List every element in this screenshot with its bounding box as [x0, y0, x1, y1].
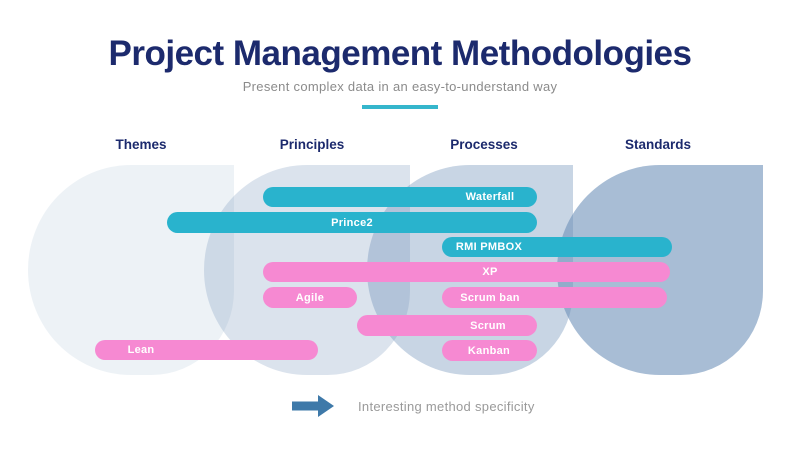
- bar-scrum-ban: Scrum ban: [442, 287, 667, 308]
- page-title: Project Management Methodologies: [108, 34, 692, 73]
- subtitle: Present complex data in an easy-to-under…: [242, 79, 558, 94]
- bar-prince2: Prince2: [167, 212, 537, 233]
- bar-xp: XP: [263, 262, 670, 282]
- bar-label: Kanban: [467, 344, 511, 357]
- bar-kanban: Kanban: [442, 340, 537, 361]
- bar-label: Scrum ban: [460, 291, 520, 304]
- bar-label: Prince2: [331, 216, 373, 229]
- divider-line: [362, 105, 438, 109]
- bar-waterfall: Waterfall: [263, 187, 537, 207]
- bar-label: Scrum: [470, 319, 506, 332]
- bar-scrum: Scrum: [357, 315, 537, 336]
- bar-label: Lean: [127, 344, 155, 356]
- bar-label: XP: [482, 266, 498, 278]
- column-header-standards: Standards: [624, 137, 692, 152]
- column-header-principles: Principles: [279, 137, 345, 152]
- footer-caption: Interesting method specificity: [358, 399, 535, 414]
- bar-label: Waterfall: [465, 191, 515, 203]
- column-header-processes: Processes: [450, 137, 518, 152]
- column-header-themes: Themes: [115, 137, 167, 152]
- bar-label: Agile: [295, 291, 325, 304]
- bar-agile: Agile: [263, 287, 357, 308]
- bar-rmi-pmbox: RMI PMBOX: [442, 237, 672, 257]
- bar-lean: Lean: [95, 340, 318, 360]
- right-arrow-icon: [292, 395, 334, 417]
- bar-label: RMI PMBOX: [455, 241, 523, 253]
